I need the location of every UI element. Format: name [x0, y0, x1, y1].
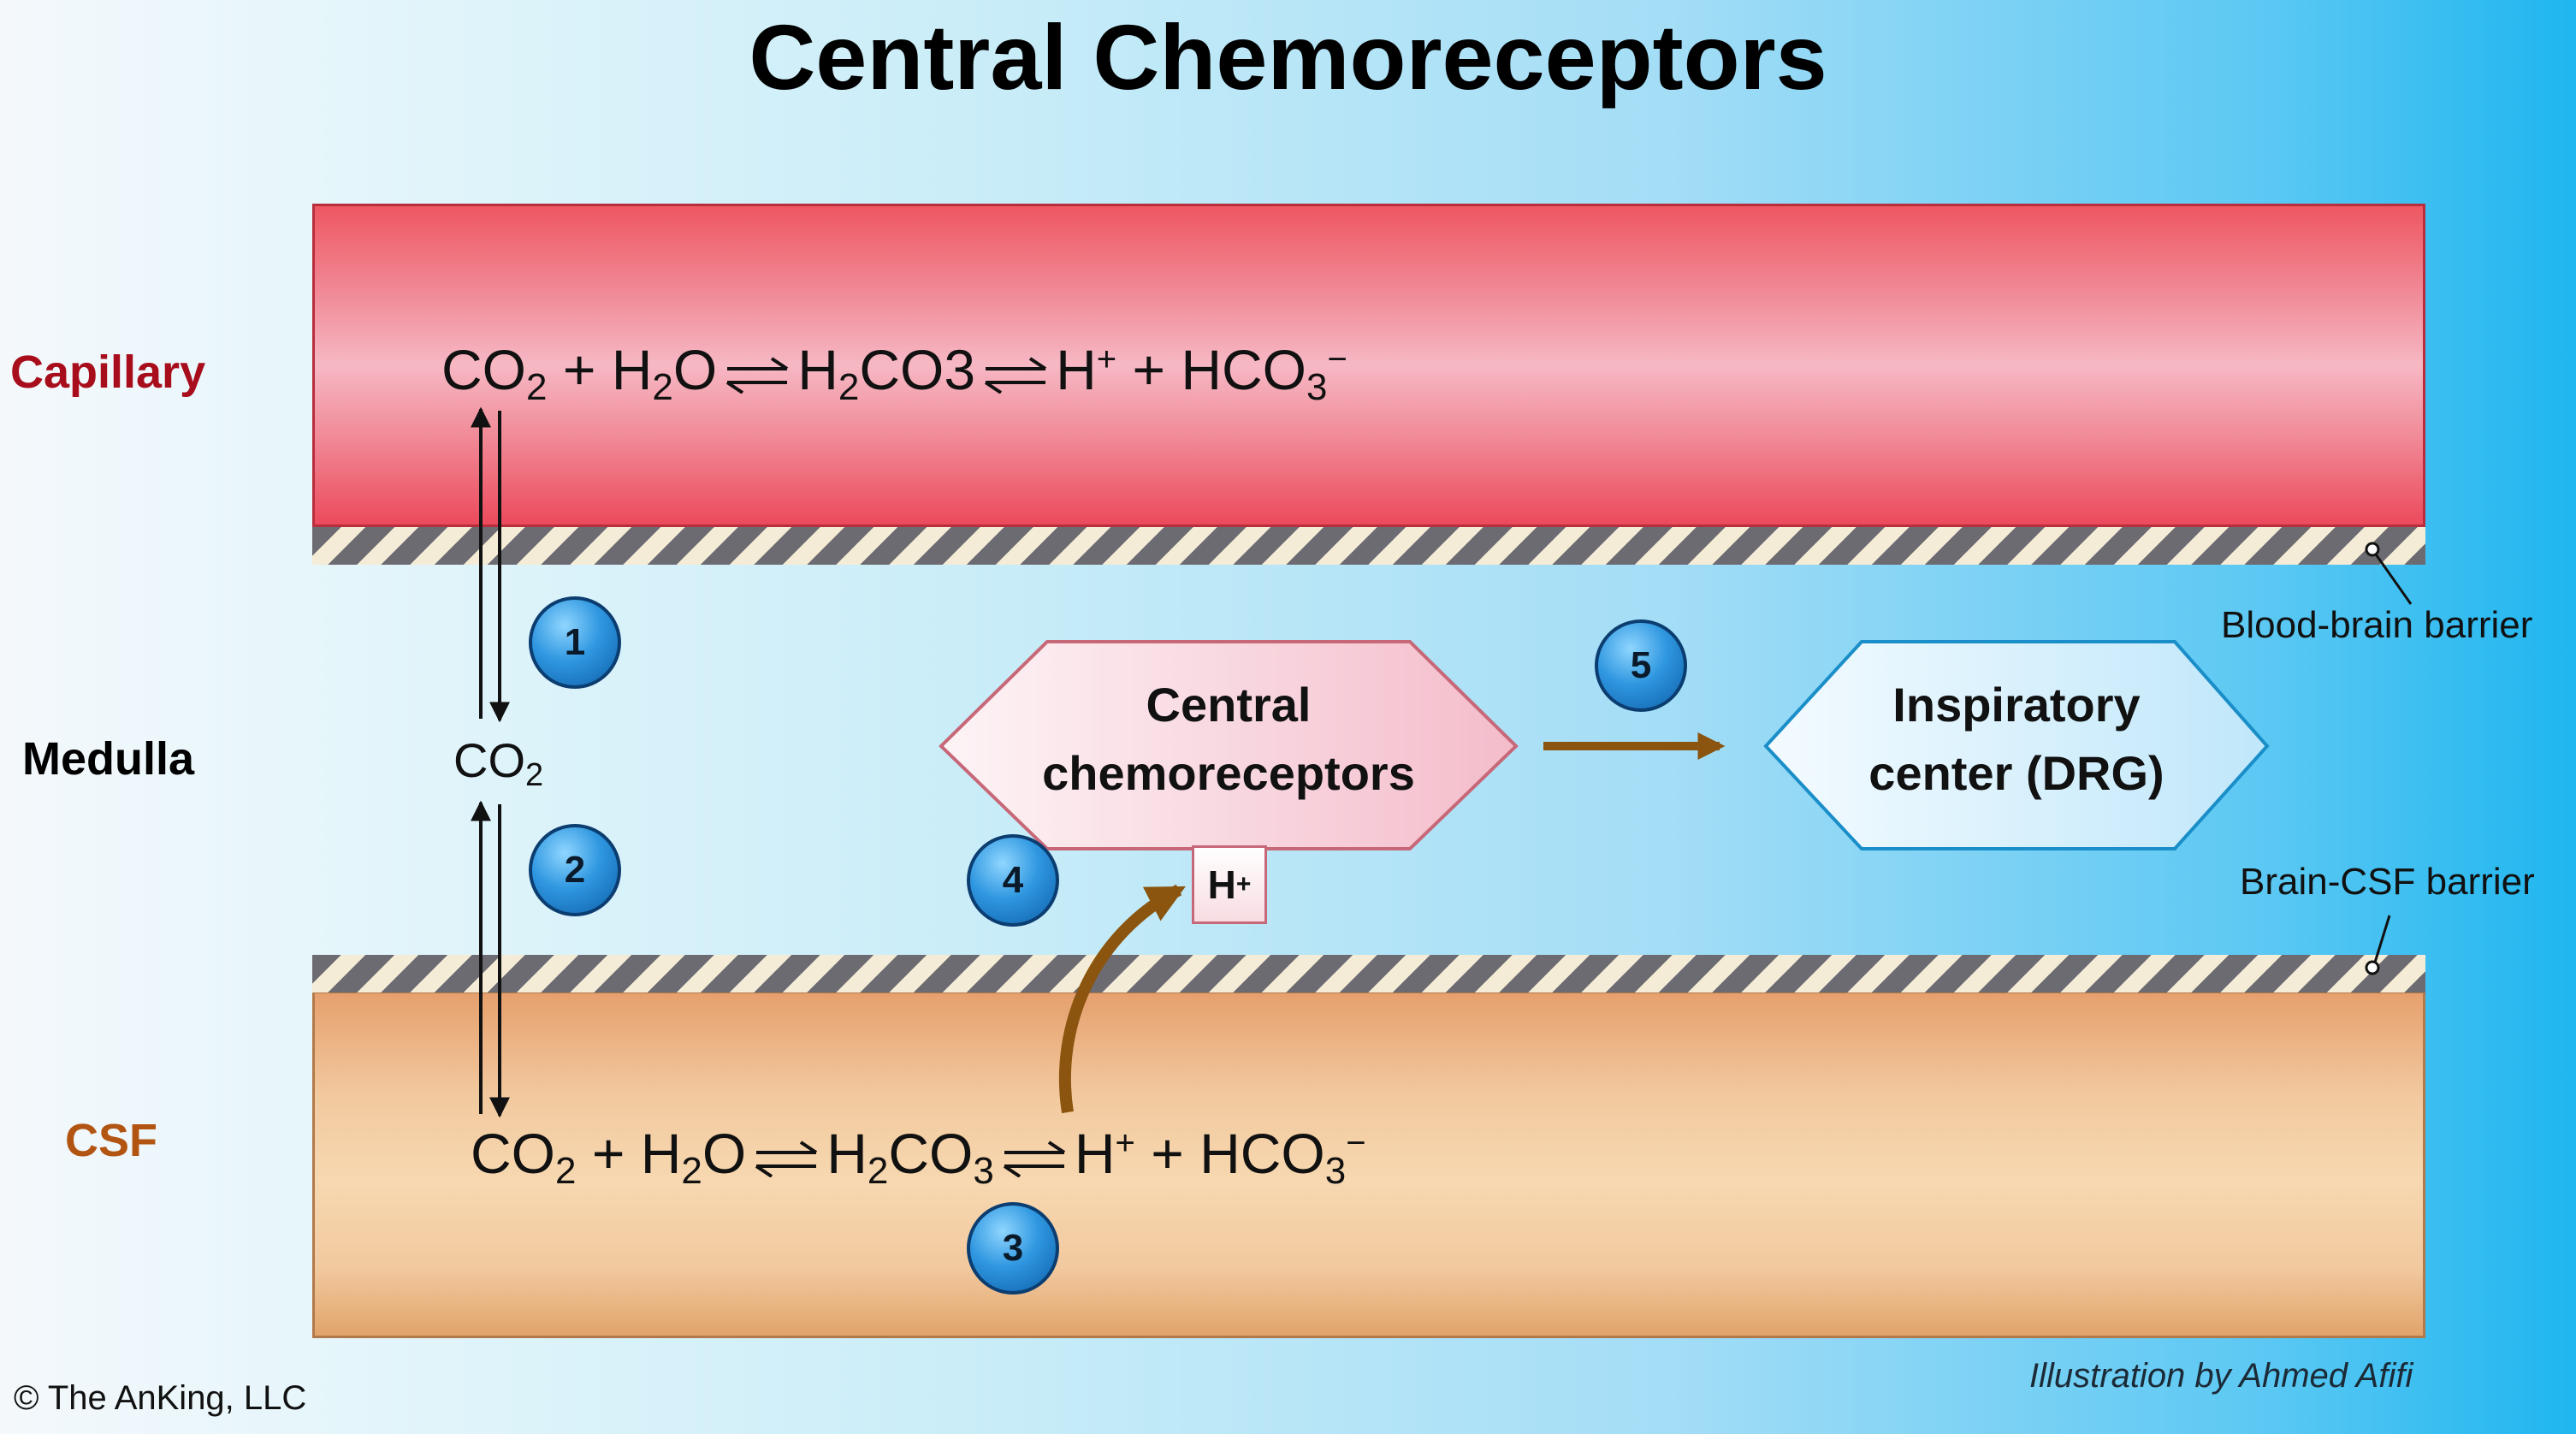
inspiratory-center-hexagon	[1763, 640, 2270, 850]
brain-csf-barrier-pointer	[2372, 915, 2391, 966]
brain-csf-barrier-label: Brain-CSF barrier	[2240, 861, 2535, 903]
equilibrium-arrow-icon	[755, 1140, 818, 1177]
inspiratory-center-label: Inspiratory center (DRG)	[1868, 678, 2164, 800]
equilibrium-arrow-icon	[984, 356, 1047, 394]
brain-csf-barrier	[312, 955, 2425, 993]
csf-region	[312, 991, 2425, 1338]
step-badge-2: 2	[529, 824, 621, 916]
step-badge-3: 3	[967, 1202, 1059, 1295]
illustration-credit: Illustration by Ahmed Afifi	[2029, 1357, 2413, 1395]
blood-brain-barrier	[312, 527, 2425, 565]
csf-label: CSF	[65, 1115, 157, 1166]
equilibrium-arrow-icon	[726, 356, 789, 394]
h-ion-box: H+	[1192, 845, 1267, 924]
page-title: Central Chemoreceptors	[749, 5, 1827, 109]
blood-brain-barrier-label: Blood-brain barrier	[2221, 604, 2533, 646]
h-ion-curved-arrow	[1058, 884, 1186, 1114]
medulla-label: Medulla	[22, 733, 195, 785]
equilibrium-arrow-icon	[1003, 1140, 1065, 1177]
central-chemoreceptors-label: Central chemoreceptors	[1042, 678, 1415, 800]
blood-brain-barrier-pointer	[2372, 551, 2413, 605]
step-badge-4: 4	[967, 834, 1059, 927]
medulla-co2: CO2	[453, 733, 544, 793]
capillary-label: Capillary	[10, 347, 206, 398]
step-badge-1: 1	[529, 596, 621, 689]
step-badge-5: 5	[1595, 619, 1687, 712]
copyright: © The AnKing, LLC	[14, 1379, 307, 1417]
capillary-vessel	[312, 204, 2425, 527]
